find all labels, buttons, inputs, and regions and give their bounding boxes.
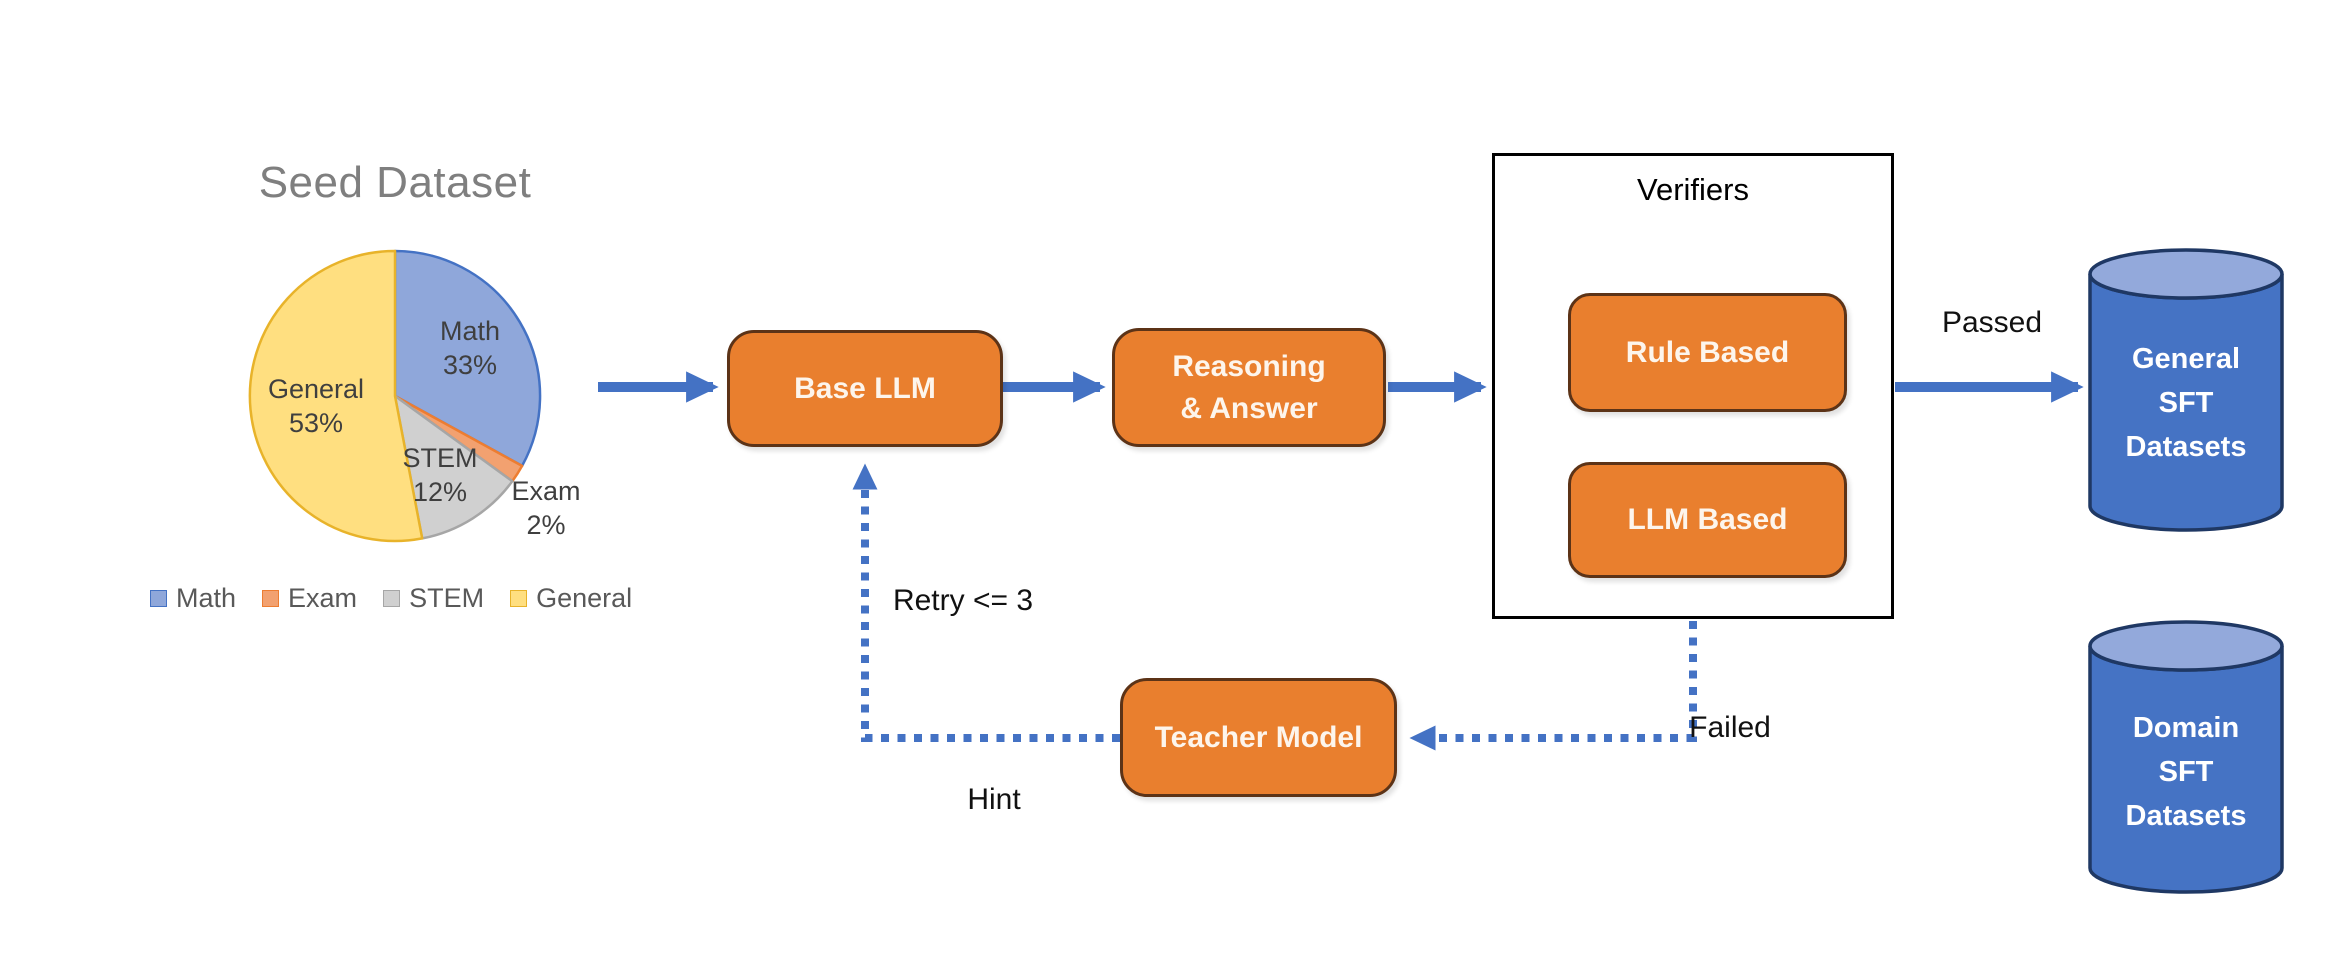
passed-label: Passed xyxy=(1941,306,2043,339)
failed-label: Failed xyxy=(1689,711,1771,744)
legend-item-stem: STEM xyxy=(383,583,484,614)
general-sft-datasets-label: General SFT Datasets xyxy=(2125,343,2247,463)
edge-retry-teacher-model-to-base-llm xyxy=(852,463,1120,742)
pie-slice-math xyxy=(393,249,542,468)
legend-label-math: Math xyxy=(176,583,237,613)
domain-sft-datasets-cylinder xyxy=(2088,620,2284,894)
cylinder-top xyxy=(2088,248,2284,300)
legend-item-general: General xyxy=(510,583,632,614)
general-sft-datasets-cylinder xyxy=(2088,248,2284,532)
legend-marker-stem xyxy=(383,590,401,607)
legend-item-exam: Exam xyxy=(262,583,357,614)
pie-slice-general xyxy=(248,249,424,543)
legend-label-general: General xyxy=(536,583,633,613)
node-llm-based-verifier: LLM Based xyxy=(1568,462,1847,578)
legend-label-stem: STEM xyxy=(409,583,485,613)
pie-slice-stem xyxy=(393,394,514,540)
legend-label-exam: Exam xyxy=(288,583,358,613)
node-rule-based-verifier: Rule Based xyxy=(1568,293,1847,412)
node-base-llm: Base LLM xyxy=(727,330,1003,447)
pie-label-math: Math 33% xyxy=(439,316,501,380)
seed-dataset-pie-chart xyxy=(248,249,542,543)
edge-failed-verifiers-to-teacher-model xyxy=(1409,621,1697,751)
retry-label: Retry <= 3 xyxy=(892,584,1034,617)
legend-marker-general xyxy=(510,590,528,607)
pie-label-general: General 53% xyxy=(267,374,365,438)
node-teacher-model: Teacher Model xyxy=(1120,678,1397,797)
legend-marker-math xyxy=(150,590,167,607)
pie-label-stem: STEM 12% xyxy=(402,443,478,507)
verifiers-title: Verifiers xyxy=(1637,172,1749,207)
seed-dataset-title: Seed Dataset xyxy=(258,158,532,207)
hint-label: Hint xyxy=(967,783,1021,816)
cylinder-top xyxy=(2088,620,2284,672)
legend-item-math: Math xyxy=(150,583,236,614)
pie-label-exam: Exam 2% xyxy=(511,476,581,540)
node-reasoning-answer: Reasoning & Answer xyxy=(1112,328,1386,447)
domain-sft-datasets-label: Domain SFT Datasets xyxy=(2125,712,2247,832)
legend-marker-exam xyxy=(262,590,280,607)
pie-legend: Math Exam STEM General xyxy=(150,583,632,614)
